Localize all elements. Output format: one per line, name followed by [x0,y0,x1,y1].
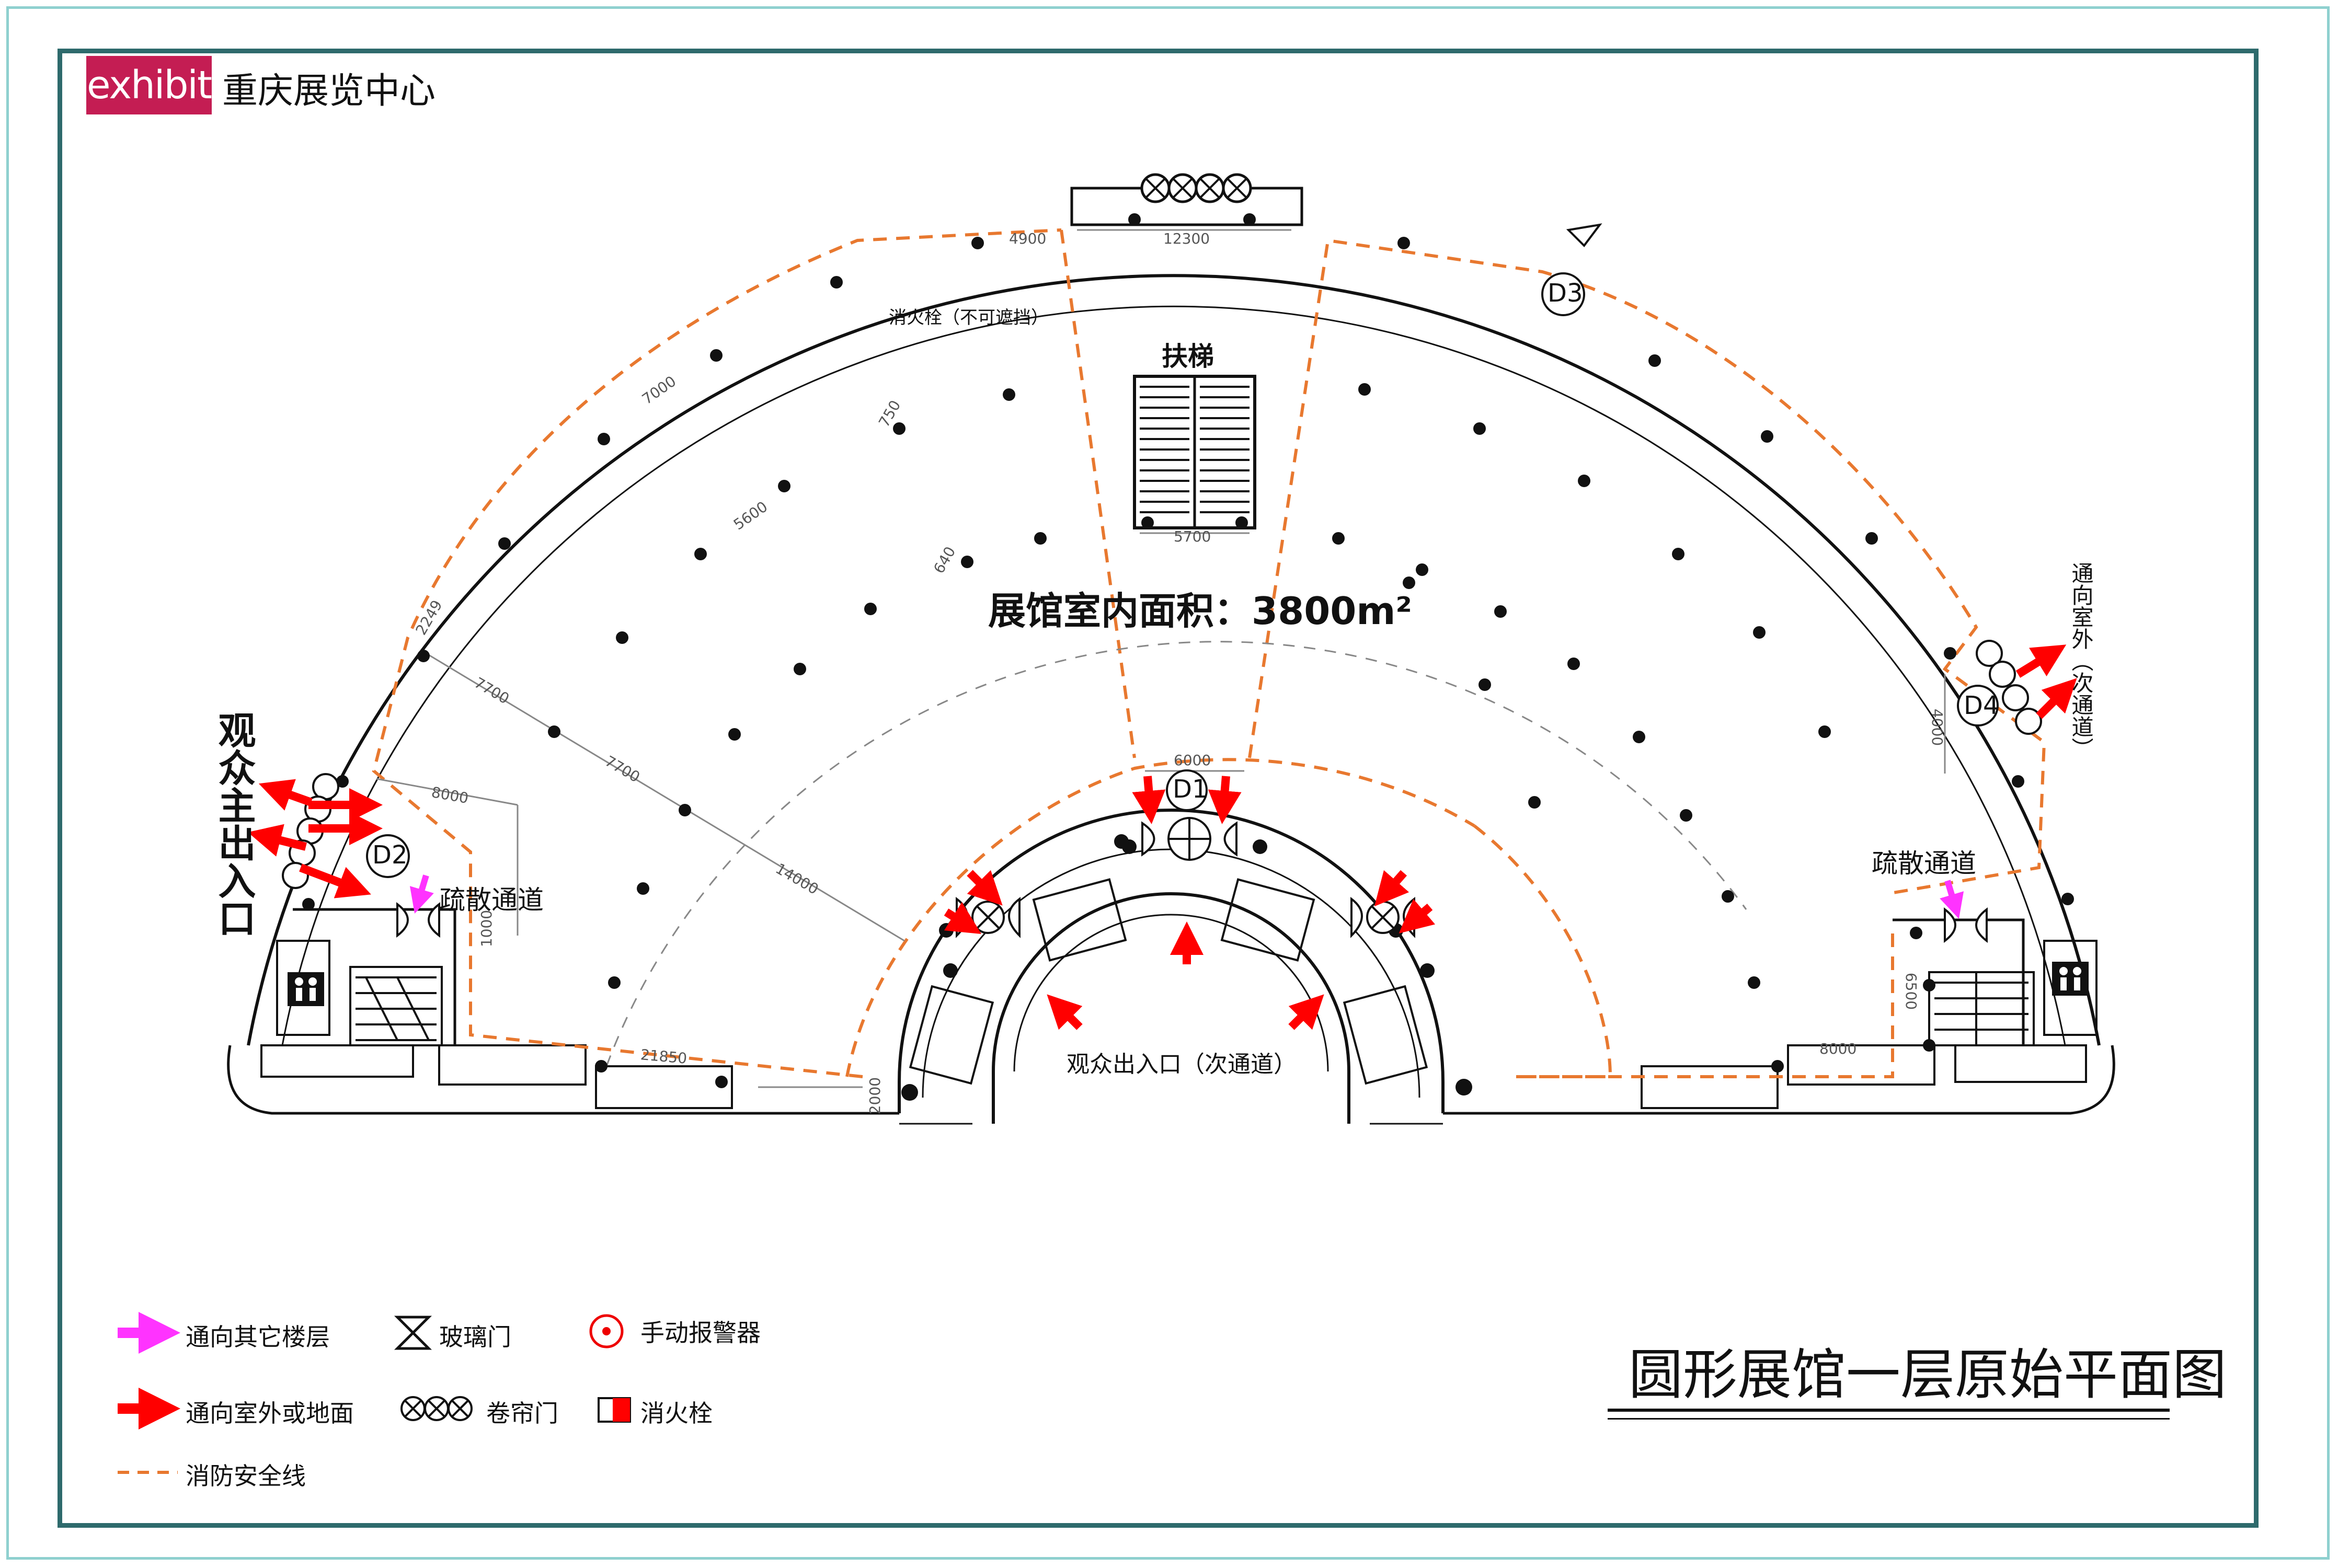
inner-frame [58,49,2259,1528]
door-d2 [366,834,410,878]
dim-5700: 5700 [1174,528,1211,545]
roller-door-top [1070,173,1303,226]
door-d4 [1957,685,1999,727]
legend-floor-access: 通向其它楼层 [186,1323,330,1351]
dim-8000-right: 8000 [1819,1040,1857,1057]
logo-wordmark: exhibit [86,63,212,108]
outdoor-exit-label: 通向室外（次通道） [2068,562,2094,759]
right-stair [1893,918,2098,1046]
door-d3-label: D3 [1548,279,1583,308]
dim-12300: 12300 [1163,230,1210,247]
exhibit-logo: exhibit [86,56,212,114]
outer-frame [6,6,2330,1560]
title-underline-thin [1608,1418,2170,1420]
dim-6500: 6500 [1903,972,1920,1010]
floor-arrows [409,874,1964,919]
fire-safety-lines [372,228,2046,1078]
legend-roller-door: 卷帘门 [486,1399,558,1427]
evac-corridor-left: 疏散通道 [439,885,544,915]
escalator-label: 扶梯 [1162,341,1214,372]
legend-outdoor-exit: 通向室外或地面 [186,1399,354,1427]
door-d4-label: D4 [1964,691,1999,720]
escalator [1133,375,1256,529]
legend-hydrant: 消火栓 [640,1399,713,1427]
dimension-lines [376,229,1946,1088]
exit-arrows [247,644,2077,1030]
hall-area-label: 展馆室内面积：3800m² [988,589,1412,633]
evac-corridor-right: 疏散通道 [1872,848,1976,879]
outer-wall [227,274,2115,1115]
window-strips [260,1044,2087,1109]
toilet-icon-right [2052,962,2089,996]
door-d2-label: D2 [372,840,408,870]
dim-4900: 4900 [1009,230,1047,247]
toilet-icon-left [288,972,324,1006]
side-entrance-label: 观众出入口（次通道） [1067,1051,1297,1078]
roller-doors-side [282,640,2042,889]
dim-6000: 6000 [1174,752,1211,769]
hydrant-note: 消火栓（不可遮挡） [889,307,1049,328]
title-underline-thick [1608,1409,2170,1412]
dim-4000: 4000 [1929,708,1946,746]
drawing-title: 圆形展馆一层原始平面图 [1629,1343,2227,1406]
planter-boxes [909,878,1428,1085]
legend-glass-door: 玻璃门 [439,1323,511,1351]
dim-1000: 1000 [478,909,496,948]
columns [302,213,2074,1101]
glass-doors [396,896,1988,943]
door-d1-label: D1 [1173,775,1208,804]
legend-alarm: 手动报警器 [640,1319,761,1347]
legend-safety-line: 消防安全线 [186,1462,306,1490]
dim-2000: 2000 [866,1077,884,1115]
main-entrance-label: 观众主出入口 [212,711,256,937]
left-stair [276,908,456,1046]
door-d1 [1141,769,1237,861]
title-block: 圆形展馆一层原始平面图 [1608,1330,2227,1429]
legend-symbols [118,1312,631,1474]
door-d3 [1541,223,1602,316]
org-name: 重庆展览中心 [222,71,436,112]
inner-arc [898,809,1445,1125]
